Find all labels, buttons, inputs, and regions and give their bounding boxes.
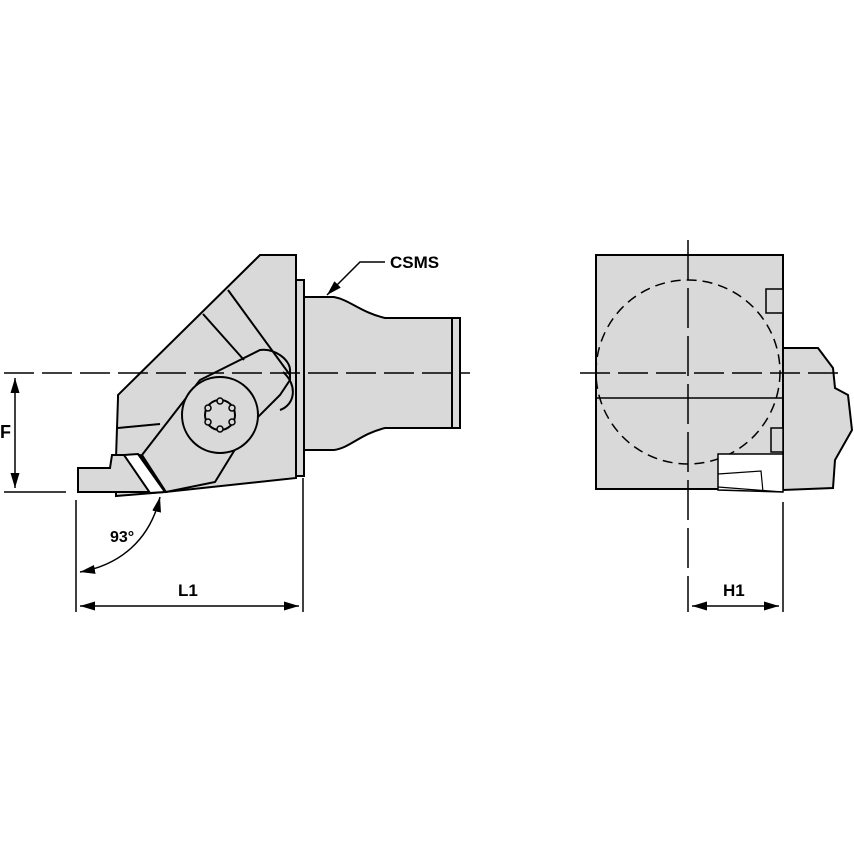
csms-leader bbox=[326, 261, 385, 296]
shank-end bbox=[451, 317, 461, 429]
label-angle: 93° bbox=[110, 529, 134, 546]
insert-profile bbox=[782, 347, 854, 492]
label-l1: L1 bbox=[178, 581, 198, 600]
label-h1: H1 bbox=[723, 581, 745, 600]
side-view bbox=[77, 254, 461, 498]
end-view bbox=[595, 254, 854, 493]
dimension-f bbox=[4, 378, 66, 493]
label-csms: CSMS bbox=[390, 253, 439, 272]
dimension-h1 bbox=[692, 502, 784, 612]
flange bbox=[295, 279, 305, 477]
dimension-l1 bbox=[75, 478, 304, 612]
shank-square bbox=[595, 254, 784, 490]
label-f: F bbox=[0, 422, 11, 442]
